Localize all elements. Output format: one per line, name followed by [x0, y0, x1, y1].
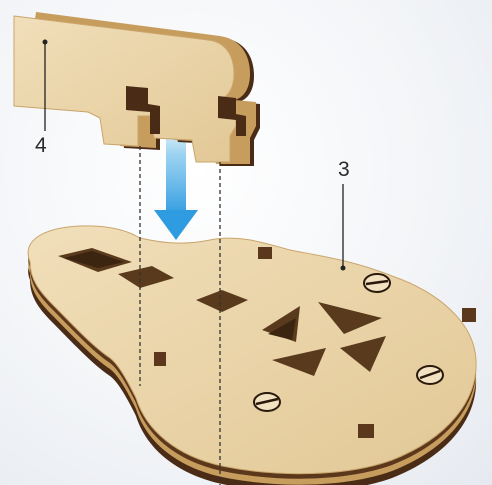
edge-notch — [258, 247, 272, 259]
leader-dot — [43, 40, 48, 45]
screw-icon — [417, 366, 443, 384]
edge-notch — [154, 352, 166, 366]
leader-dot — [341, 266, 346, 271]
screw-icon — [364, 274, 390, 292]
screw-icon — [254, 393, 280, 411]
edge-notch — [358, 424, 374, 438]
callout-part-4: 4 — [35, 134, 47, 158]
callout-part-3: 3 — [338, 158, 350, 182]
base-plate-part-3 — [28, 226, 476, 485]
top-piece-part-4 — [14, 12, 260, 166]
edge-notch — [462, 308, 476, 322]
